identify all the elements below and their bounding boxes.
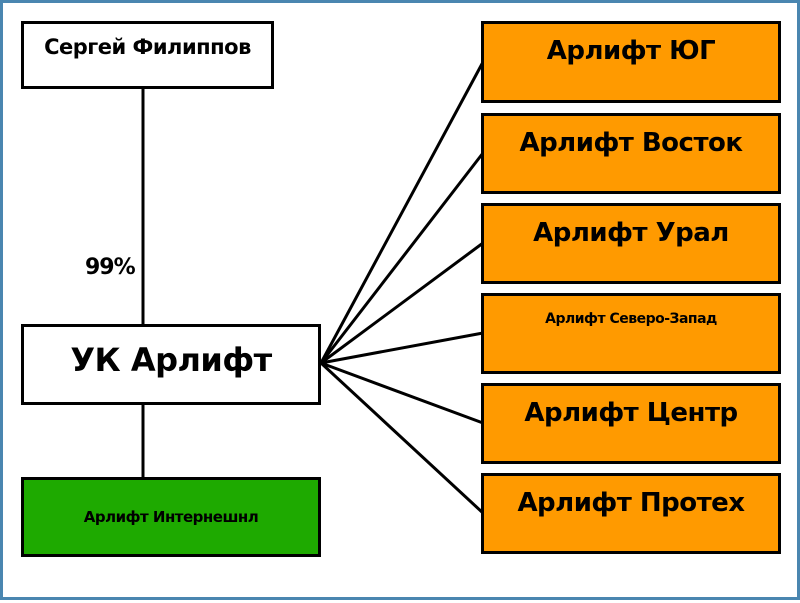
international-box: Арлифт Интернешнл (21, 477, 321, 557)
owner-box: Сергей Филиппов (21, 21, 274, 89)
subsidiary-box-2: Арлифт Восток (481, 113, 781, 194)
subsidiary-label-4: Арлифт Северо-Запад (545, 311, 717, 327)
subsidiary-box-5: Арлифт Центр (481, 383, 781, 464)
subsidiary-label-1: Арлифт ЮГ (546, 36, 716, 66)
connector-lines (141, 61, 485, 515)
subsidiary-label-3: Арлифт Урал (533, 218, 729, 248)
subsidiary-box-1: Арлифт ЮГ (481, 21, 781, 103)
ownership-percent-label: 99% (85, 255, 136, 280)
subsidiary-label-6: Арлифт Протех (517, 488, 745, 518)
holding-to-subsidiary-4-line (320, 331, 484, 365)
holding-box: УК Арлифт (21, 324, 321, 405)
owner-label: Сергей Филиппов (44, 35, 251, 59)
subsidiary-label-2: Арлифт Восток (519, 128, 743, 158)
subsidiary-label-5: Арлифт Центр (524, 398, 738, 428)
subsidiary-box-3: Арлифт Урал (481, 203, 781, 284)
holding-to-subsidiary-1-line (319, 61, 485, 364)
holding-to-subsidiary-5-line (320, 361, 484, 425)
holding-to-subsidiary-2-line (319, 152, 485, 364)
holding-label: УК Арлифт (70, 341, 272, 379)
international-label: Арлифт Интернешнл (83, 508, 259, 526)
holding-to-subsidiary-6-line (319, 361, 485, 515)
subsidiary-box-4: Арлифт Северо-Запад (481, 293, 781, 374)
holding-to-subsidiary-3-line (320, 241, 484, 365)
subsidiary-box-6: Арлифт Протех (481, 473, 781, 554)
